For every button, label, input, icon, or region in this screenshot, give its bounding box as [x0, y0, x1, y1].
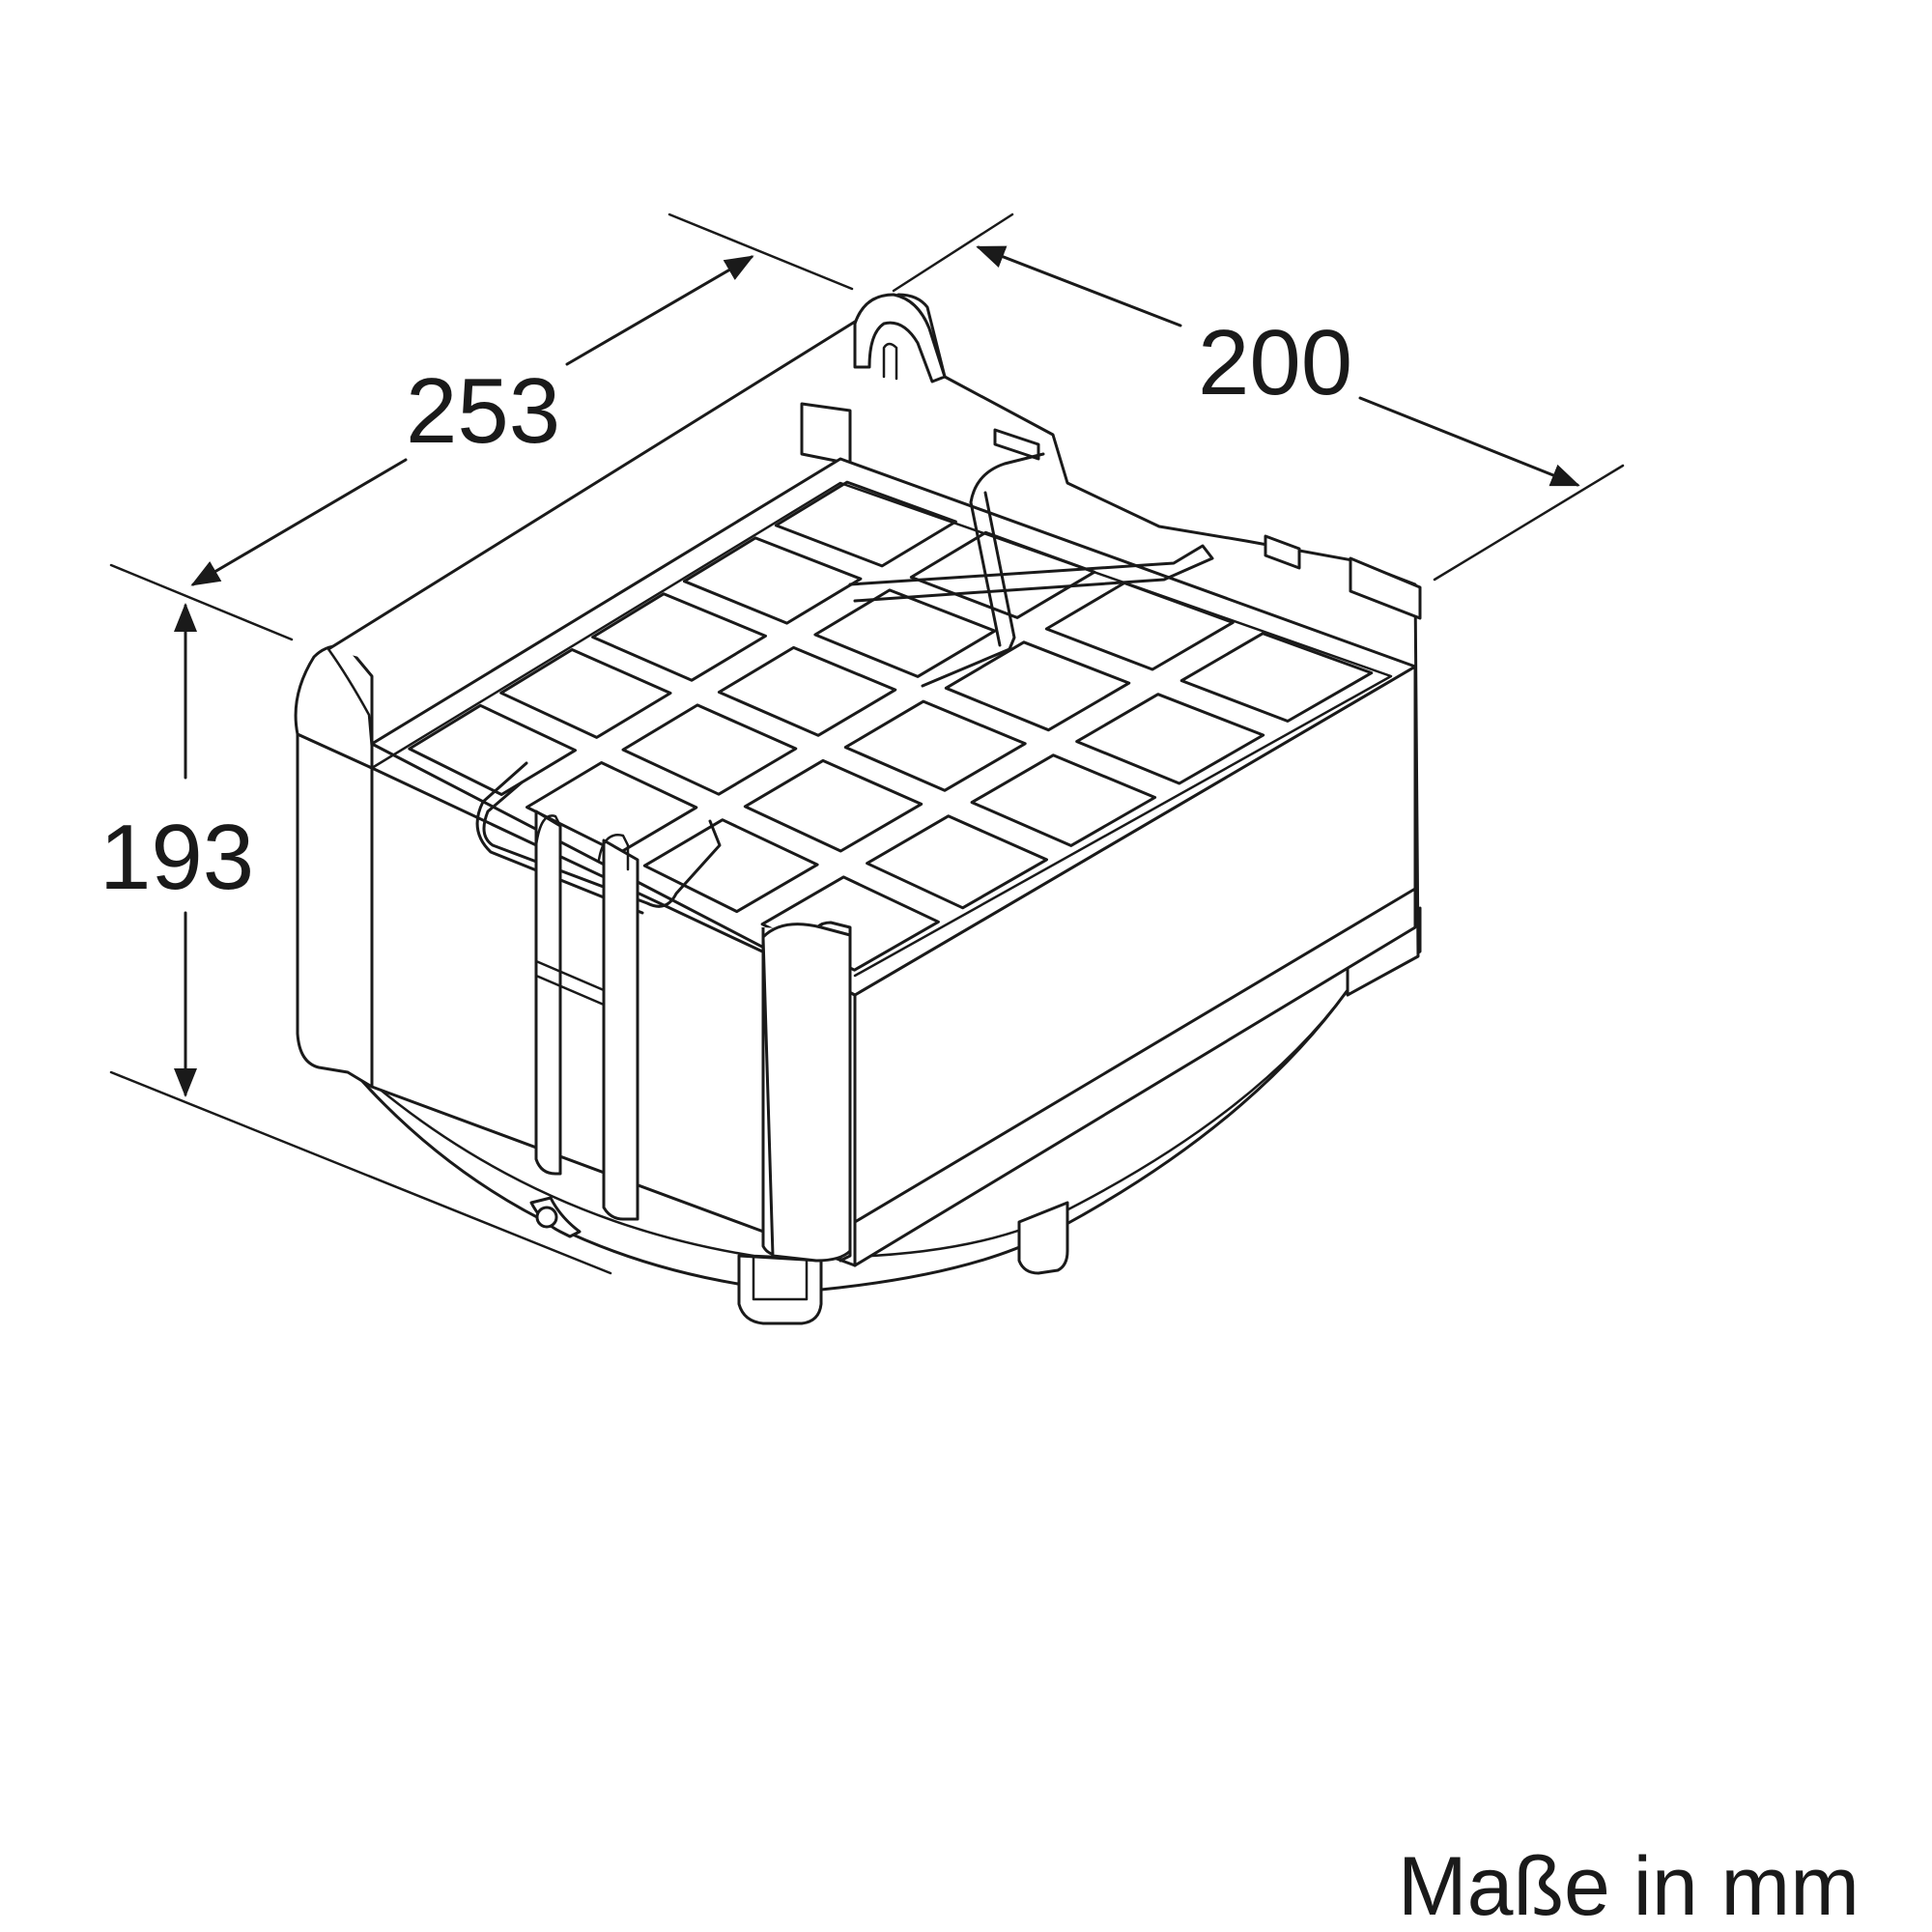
filter-grid-cell	[774, 480, 957, 568]
front-side-clip-right	[602, 838, 639, 1221]
top-wire-lift	[921, 491, 1016, 688]
extension-line-back-right	[892, 213, 1014, 293]
extension-line-bottom	[109, 1070, 612, 1275]
top-wire-loop	[969, 452, 1045, 504]
cartridge-top-rim	[370, 481, 1393, 978]
front-wire-handle-inner	[475, 761, 644, 915]
front-side-clip-bar	[534, 959, 606, 1007]
back-clip-1	[800, 402, 852, 466]
front-side-clip-hook-right	[597, 834, 630, 871]
dimension-label-height: 193	[99, 806, 254, 909]
filter-grid-cell	[408, 703, 577, 796]
filter-grid-cell	[642, 818, 819, 914]
left-end-cap-shoulder	[327, 647, 374, 751]
units-note: Maße in mm	[1398, 1840, 1860, 1932]
front-side-clip-left	[534, 810, 562, 1176]
base-tab-center	[737, 1254, 823, 1325]
back-clip-4	[1349, 556, 1422, 620]
filter-base-rim	[375, 988, 1350, 1259]
dimension-line-depth-lower	[1358, 396, 1580, 487]
front-wire-handle	[482, 781, 722, 908]
filter-grid-cell	[843, 699, 1027, 792]
base-tab-right	[1017, 1201, 1069, 1275]
dimension-line-width-lower	[190, 458, 408, 586]
cartridge-bottom-lip	[853, 887, 1417, 1267]
extension-line-back-top	[668, 213, 854, 291]
top-wire-crossbar	[848, 544, 1214, 603]
top-wire-lift-2	[969, 500, 1002, 647]
base-screw	[535, 1206, 558, 1229]
filter-grid-cell	[591, 592, 767, 682]
filter-grid-cell	[944, 640, 1131, 732]
filter-grid-cell	[813, 588, 997, 678]
filter-grid-cell	[970, 753, 1157, 847]
filter-grid-cell	[621, 703, 798, 796]
filter-grid-cell	[1075, 693, 1265, 785]
base-tab-center-inner	[752, 1254, 809, 1301]
filter-grid-cell	[526, 761, 698, 855]
filter-grid	[408, 480, 1374, 972]
filter-grid-cell	[717, 645, 897, 737]
filter-grid-cell	[866, 814, 1048, 910]
dimension-label-depth: 200	[1198, 311, 1352, 414]
filter-grid-cell	[1044, 582, 1235, 671]
back-hanger-loop	[853, 293, 947, 384]
extension-line-right	[1433, 464, 1625, 582]
filter-grid-cell	[1179, 632, 1374, 723]
filter-grid-cell	[909, 530, 1096, 619]
filter-illustration	[294, 293, 1422, 1325]
filter-grid-cell	[682, 536, 863, 625]
back-clip-3	[1264, 534, 1301, 570]
filter-grid-cell	[743, 758, 923, 853]
filter-grid-cell	[499, 648, 672, 739]
dimension-label-width: 253	[406, 359, 560, 463]
left-end-cap	[296, 732, 374, 1089]
extension-line-left-top	[109, 563, 294, 641]
dimension-lines	[109, 213, 1625, 1275]
dimension-line-depth-upper	[976, 245, 1182, 327]
back-clip-2	[993, 428, 1040, 461]
front-side-clip-hook-left	[534, 814, 562, 852]
dimension-line-width-upper	[565, 255, 754, 366]
back-hanger-slot	[882, 342, 898, 381]
front-pull-tab-body	[761, 923, 852, 1263]
